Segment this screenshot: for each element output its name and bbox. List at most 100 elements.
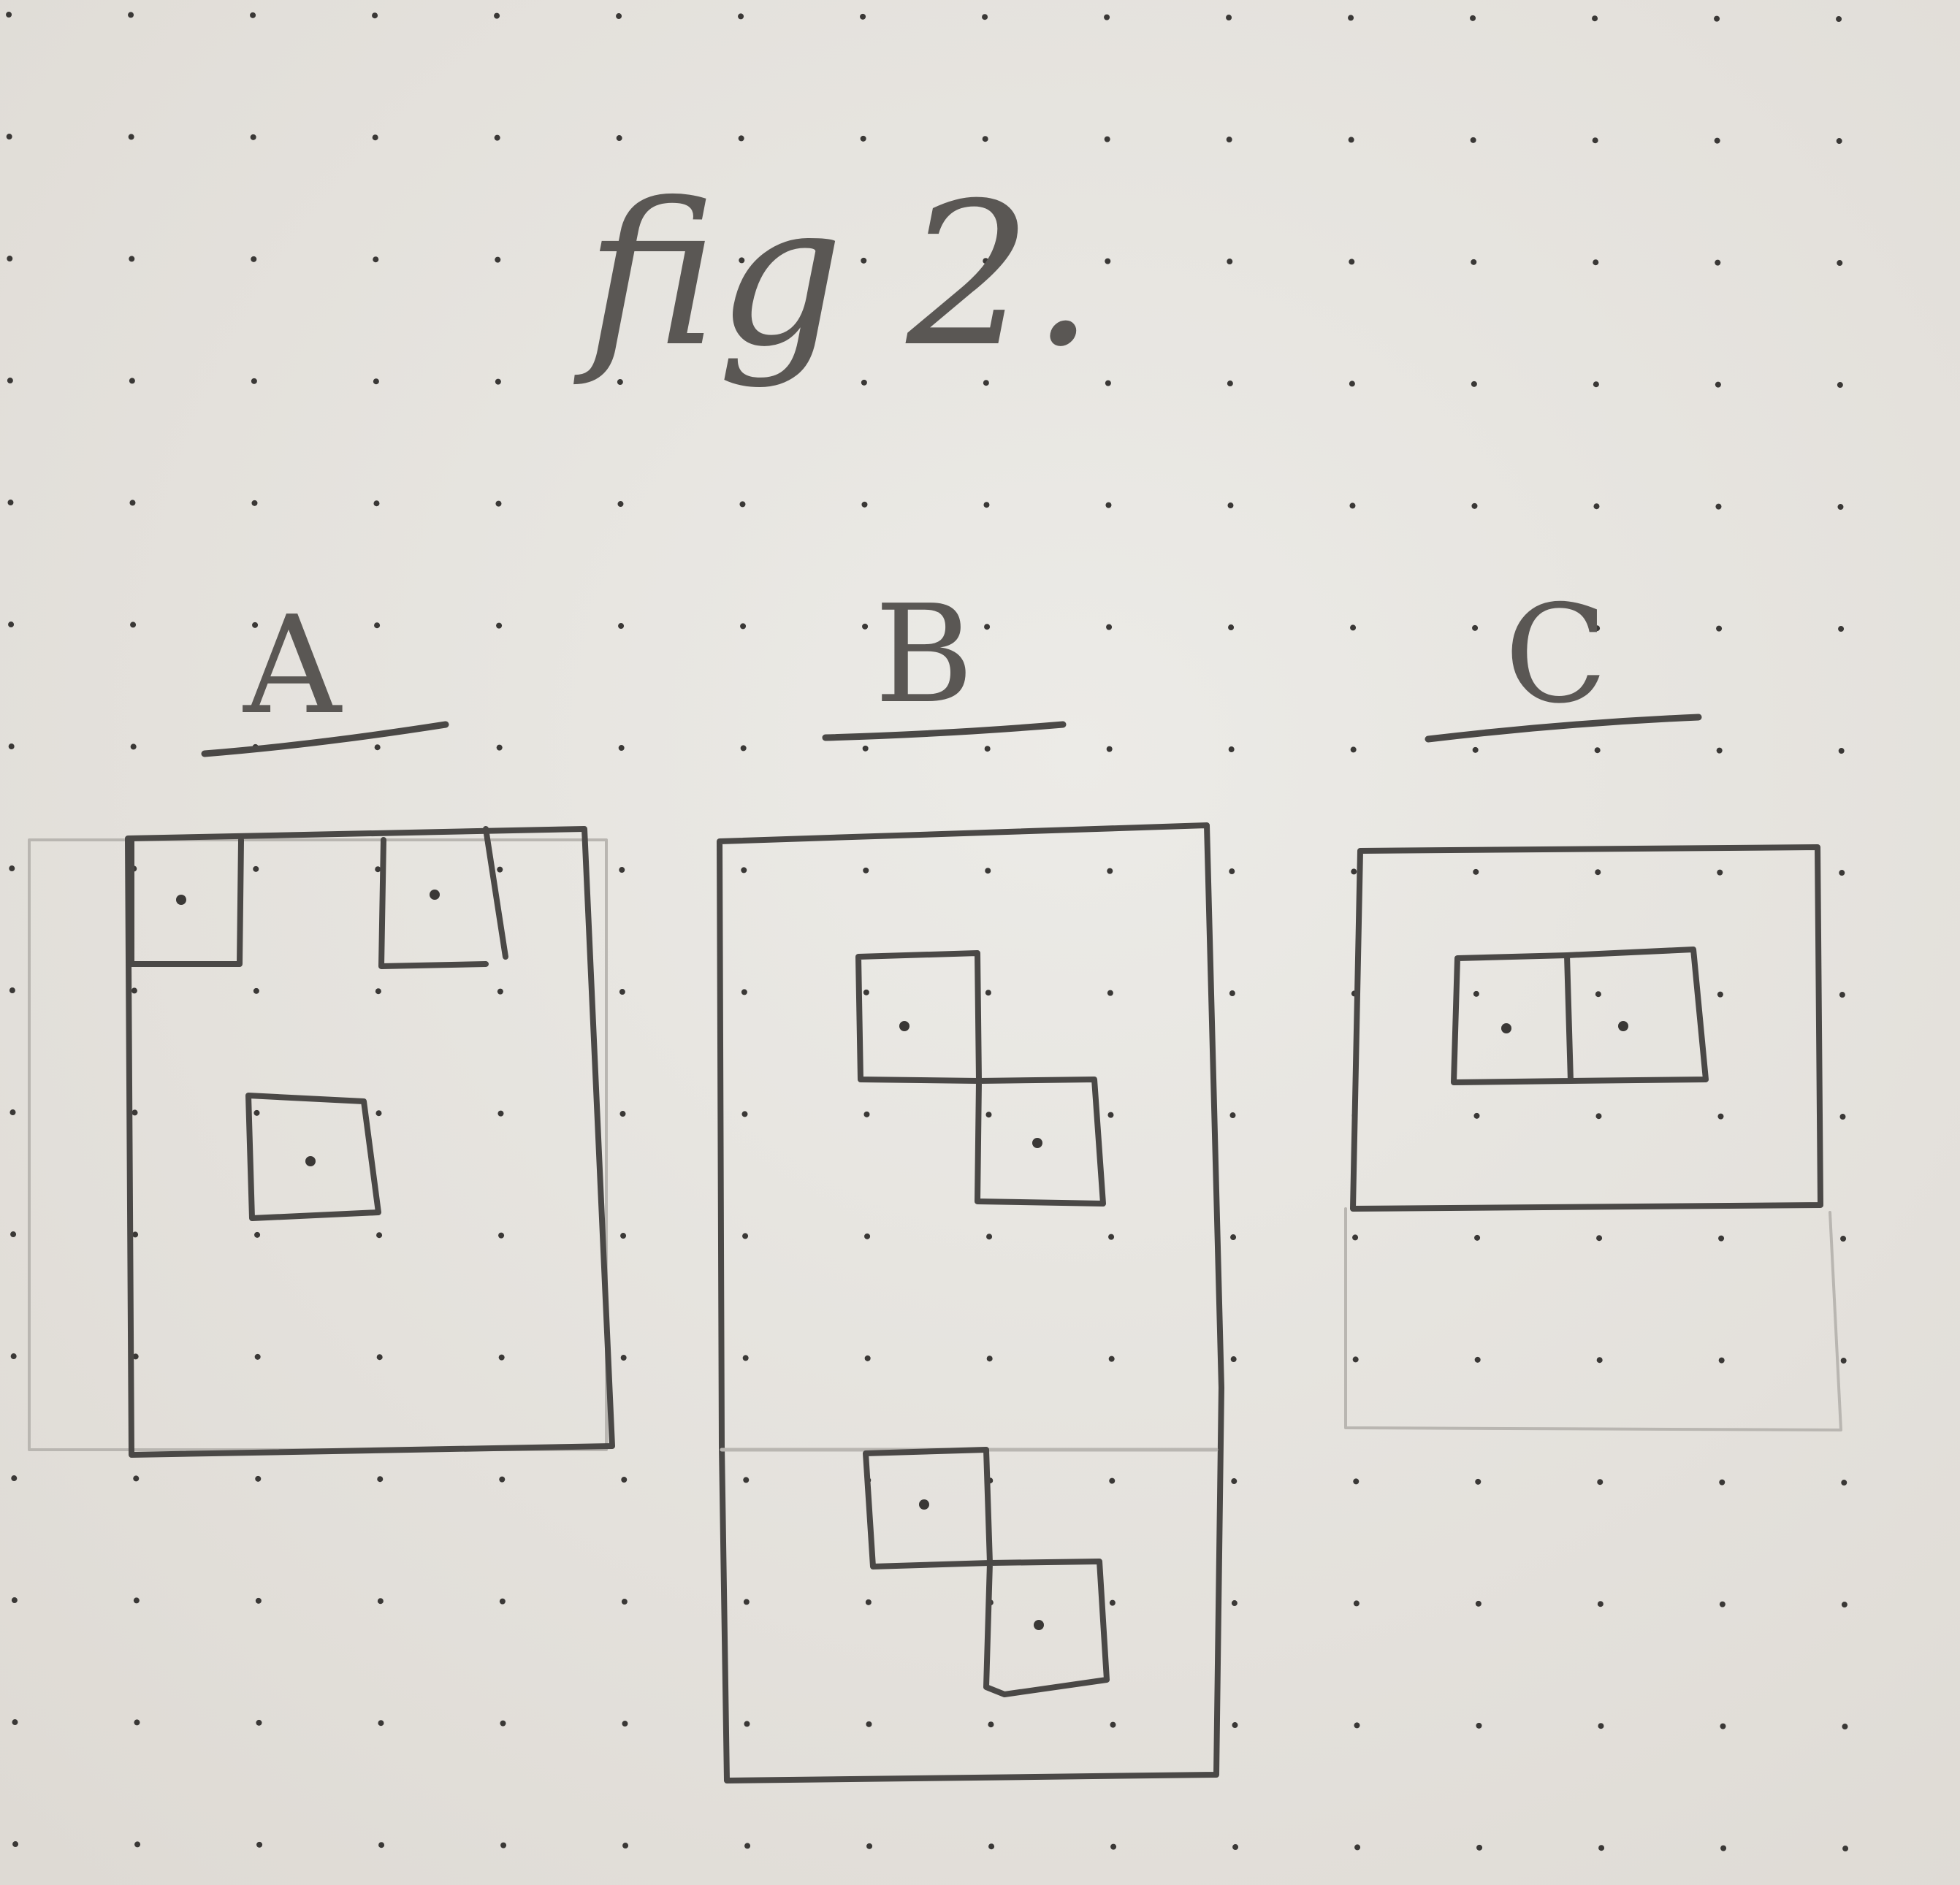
grid-dot bbox=[1718, 1235, 1725, 1242]
grid-dot bbox=[1593, 381, 1599, 388]
grid-dot bbox=[1594, 625, 1601, 632]
panel-b-underline bbox=[822, 721, 1067, 741]
grid-dot bbox=[1231, 1478, 1238, 1485]
grid-dot bbox=[984, 624, 991, 630]
grid-dot bbox=[374, 622, 381, 629]
grid-dot bbox=[377, 1476, 384, 1483]
panel-a-square-dot bbox=[430, 890, 440, 900]
grid-dot bbox=[1472, 624, 1479, 631]
grid-dot bbox=[376, 1354, 383, 1361]
grid-dot bbox=[985, 990, 991, 996]
grid-dot bbox=[1840, 1358, 1847, 1364]
grid-dot bbox=[743, 1599, 750, 1605]
grid-dot bbox=[254, 1353, 261, 1360]
grid-dot bbox=[1474, 1356, 1481, 1363]
grid-dot bbox=[743, 1477, 750, 1483]
grid-dot bbox=[7, 256, 13, 262]
grid-dot bbox=[1351, 868, 1357, 875]
grid-dot bbox=[1227, 259, 1233, 265]
grid-dot bbox=[1110, 1843, 1117, 1850]
grid-dot bbox=[1839, 1114, 1846, 1120]
grid-dot bbox=[619, 989, 625, 995]
grid-dot bbox=[495, 256, 501, 263]
grid-dot bbox=[861, 257, 867, 264]
grid-dot bbox=[1595, 991, 1601, 998]
grid-dot bbox=[1596, 1357, 1603, 1364]
grid-dot bbox=[133, 1475, 140, 1482]
panel-b-frame bbox=[717, 822, 1224, 1783]
grid-dot bbox=[739, 379, 745, 386]
grid-dot bbox=[373, 256, 379, 263]
grid-dot bbox=[988, 1721, 994, 1728]
grid-dot bbox=[252, 622, 259, 628]
grid-dot bbox=[1840, 1236, 1847, 1242]
grid-dot bbox=[1841, 1480, 1847, 1486]
grid-dot bbox=[742, 1233, 749, 1239]
panel-c: C bbox=[1344, 576, 1842, 1431]
grid-dot bbox=[6, 134, 12, 140]
grid-dot bbox=[1232, 1844, 1239, 1851]
grid-dot bbox=[496, 622, 503, 629]
grid-dot bbox=[7, 500, 14, 506]
panel-b-lower-square-2 bbox=[983, 1559, 1110, 1697]
grid-dot bbox=[1595, 1113, 1602, 1120]
grid-dot bbox=[860, 135, 866, 142]
grid-dot bbox=[134, 1841, 141, 1848]
grid-dot bbox=[254, 1231, 261, 1238]
grid-dot bbox=[1595, 869, 1601, 876]
grid-dot bbox=[1228, 746, 1235, 753]
grid-dot bbox=[1108, 1356, 1115, 1362]
grid-dot bbox=[1598, 1845, 1605, 1851]
panel-b-square-dot bbox=[899, 1021, 910, 1031]
grid-dot bbox=[500, 1842, 507, 1848]
grid-dot bbox=[1838, 626, 1845, 632]
grid-dot bbox=[1471, 381, 1477, 387]
grid-dot bbox=[1598, 1723, 1604, 1729]
panel-c-square-2 bbox=[1564, 947, 1709, 1084]
grid-dot bbox=[255, 1475, 262, 1482]
grid-dot bbox=[128, 12, 134, 18]
grid-dot bbox=[1108, 1234, 1115, 1240]
grid-dot bbox=[1842, 1724, 1848, 1730]
grid-dot bbox=[373, 500, 380, 507]
grid-dot bbox=[617, 257, 623, 264]
grid-dot bbox=[133, 1597, 140, 1604]
grid-dot bbox=[864, 1355, 871, 1361]
grid-dot bbox=[11, 1597, 18, 1604]
grid-dot bbox=[1596, 1235, 1603, 1242]
grid-dot bbox=[497, 866, 503, 873]
grid-dot bbox=[250, 12, 256, 18]
grid-dot bbox=[866, 1843, 873, 1849]
panel-a-square-center bbox=[245, 1093, 381, 1221]
grid-dot bbox=[1475, 1600, 1482, 1607]
grid-dot bbox=[1226, 15, 1232, 21]
panel-b-square-dot bbox=[1032, 1138, 1042, 1148]
grid-dot bbox=[861, 379, 867, 386]
grid-dot bbox=[1475, 1478, 1482, 1485]
grid-dot bbox=[1714, 15, 1720, 22]
panel-b-upper-square-2 bbox=[975, 1077, 1106, 1207]
grid-dot bbox=[1353, 1600, 1360, 1607]
grid-dot bbox=[251, 378, 257, 384]
grid-dot bbox=[1473, 990, 1479, 997]
grid-dot bbox=[744, 1721, 750, 1727]
grid-dot bbox=[741, 1111, 748, 1117]
grid-dot bbox=[378, 1842, 385, 1848]
grid-dot bbox=[862, 623, 869, 630]
grid-dot bbox=[251, 256, 257, 262]
grid-dot bbox=[372, 12, 378, 19]
grid-dot bbox=[984, 746, 991, 752]
grid-dot bbox=[622, 1843, 629, 1849]
grid-dot bbox=[375, 988, 381, 995]
grid-dot bbox=[619, 867, 625, 873]
panel-b: B bbox=[717, 576, 1224, 1783]
grid-dot bbox=[256, 1841, 263, 1848]
grid-dot bbox=[618, 623, 625, 630]
grid-dot bbox=[1714, 137, 1720, 144]
grid-dot bbox=[1471, 259, 1477, 265]
grid-dot bbox=[496, 744, 503, 751]
grid-dot bbox=[11, 1475, 18, 1482]
grid-dot bbox=[1470, 137, 1476, 143]
grid-dot bbox=[130, 622, 137, 628]
